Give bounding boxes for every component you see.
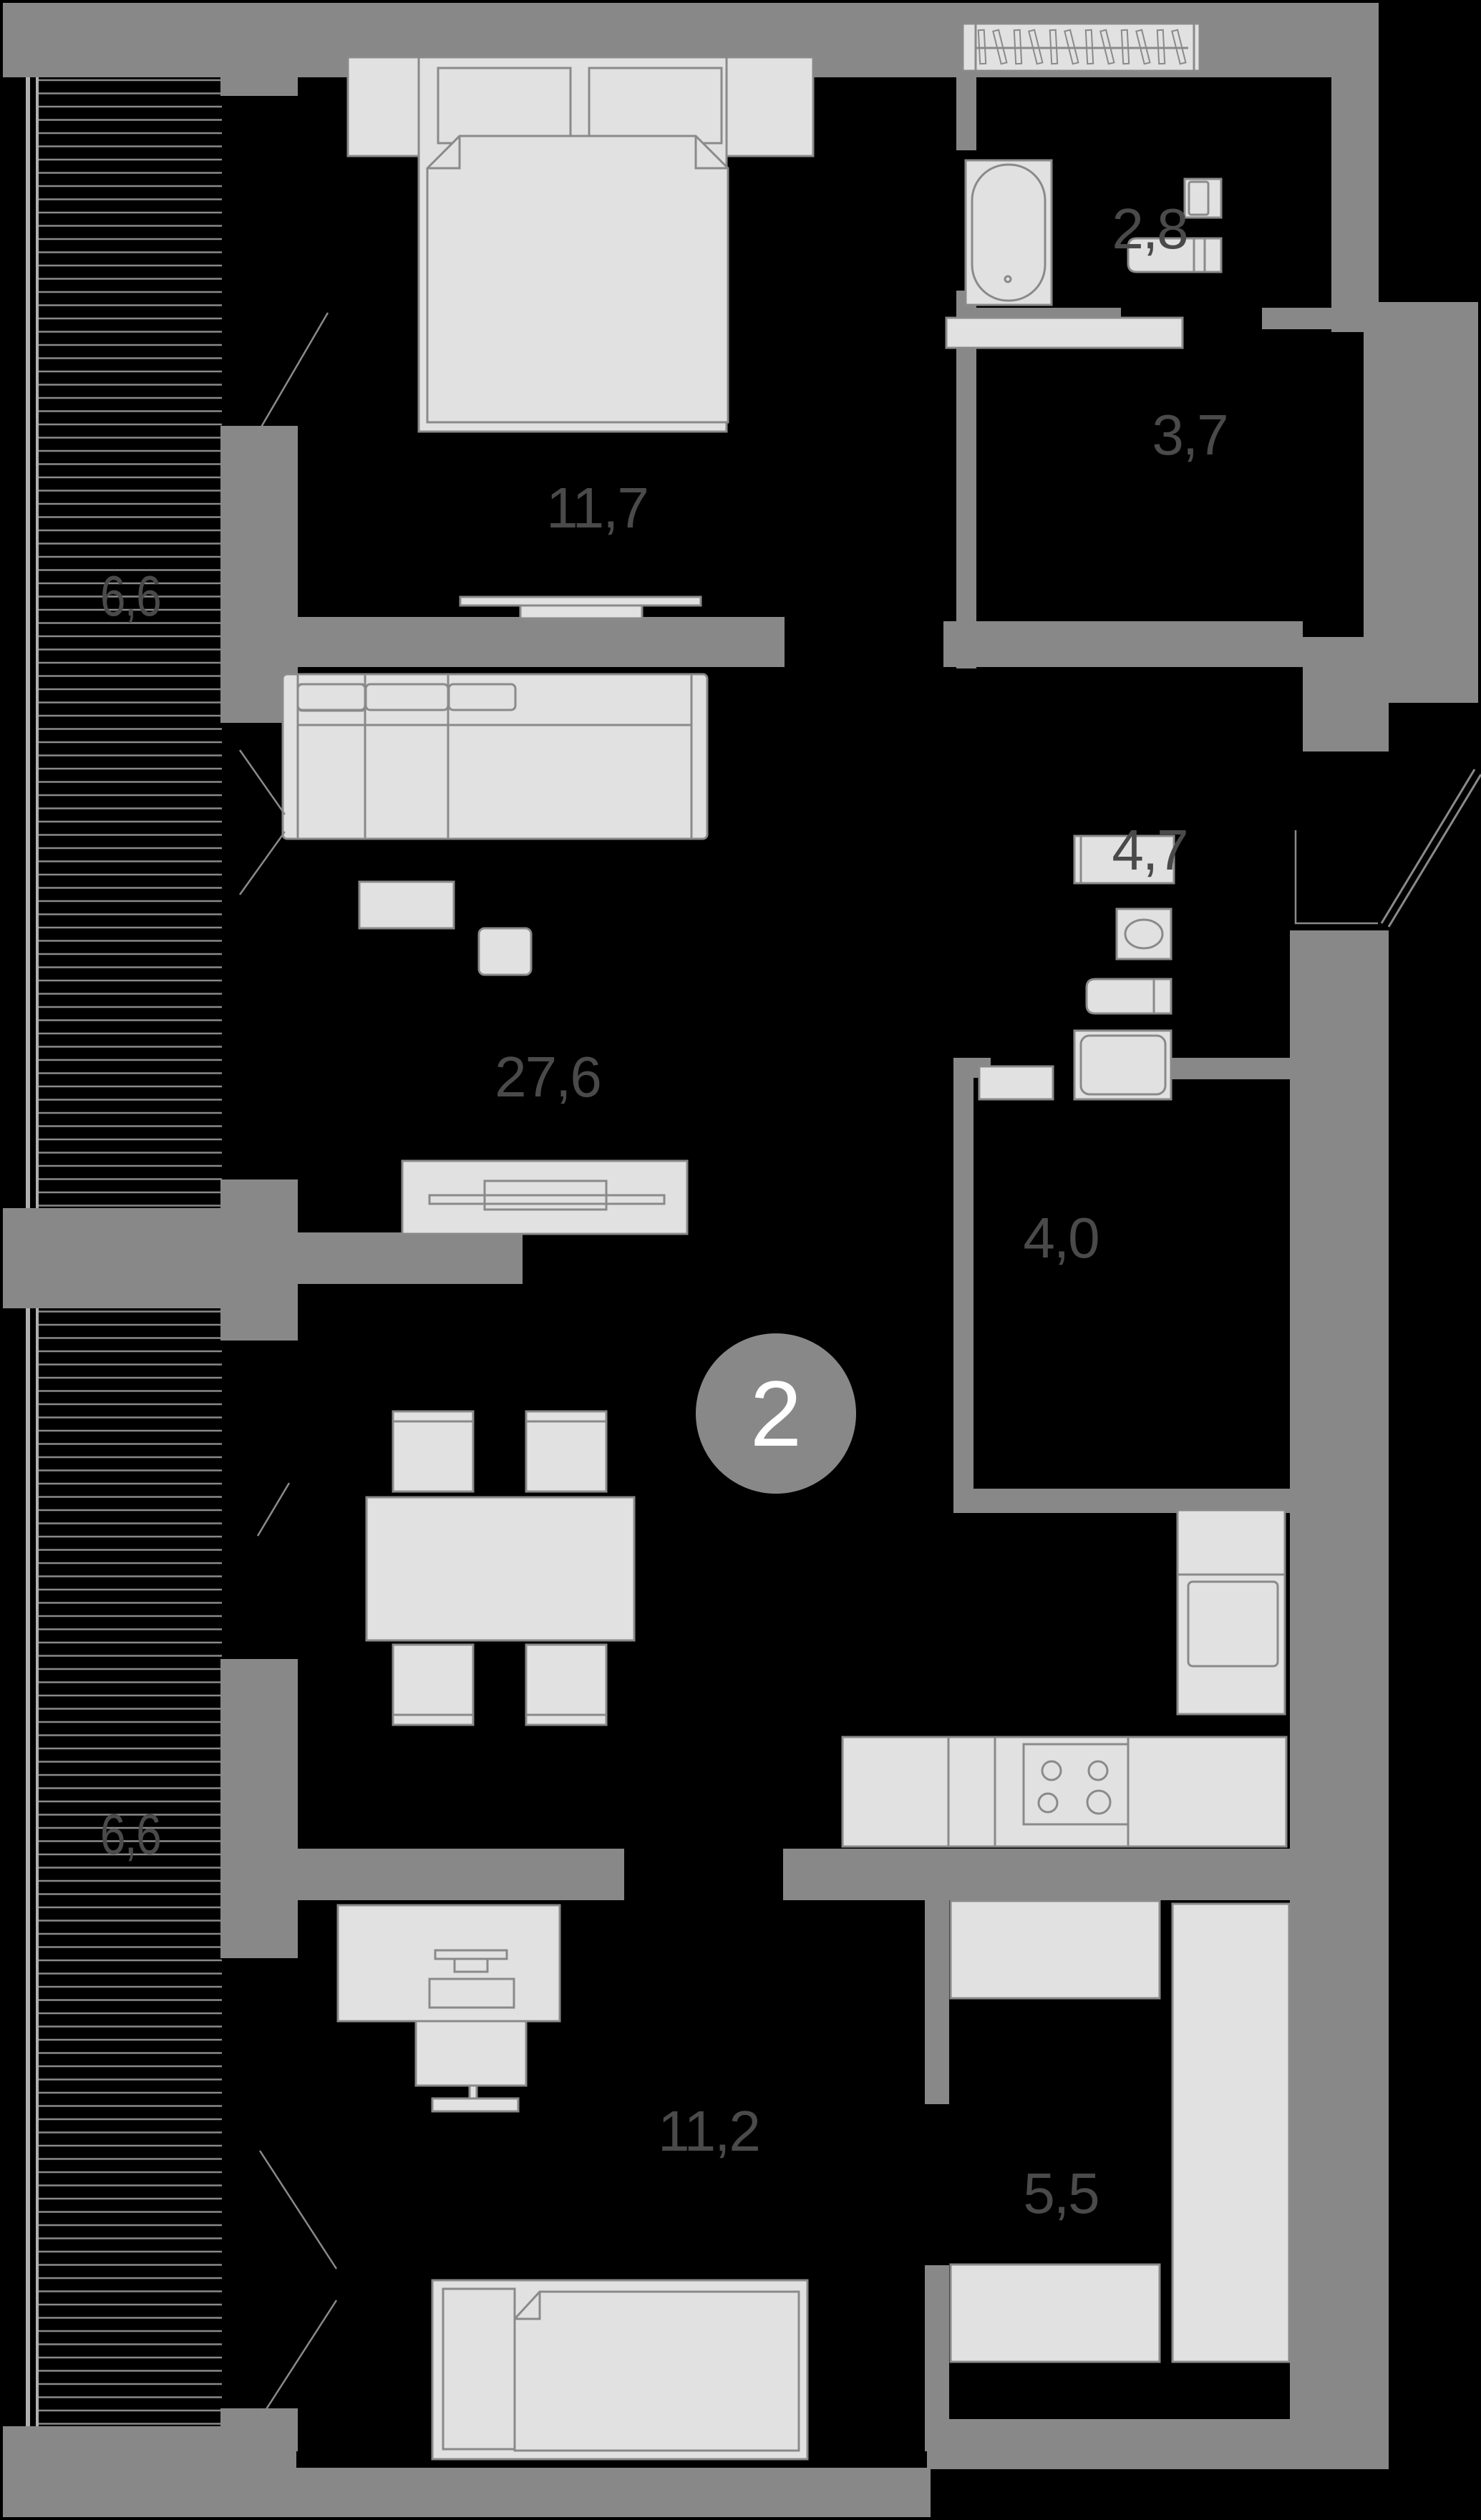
area-bathroom-2: 4,0: [1023, 1206, 1099, 1270]
sink: [1183, 177, 1223, 219]
window-swing: [258, 2300, 338, 2420]
walk-in-wardrobe: [949, 1899, 1291, 2363]
hall-wardrobe: [1073, 835, 1175, 885]
tv-unit: [459, 595, 702, 620]
window-swing: [256, 1482, 291, 1537]
bathtub: [964, 159, 1053, 306]
window-swing: [238, 749, 286, 815]
area-balcony-top: 6,6: [99, 564, 162, 628]
window-swing: [256, 312, 329, 434]
sofa: [281, 673, 709, 840]
area-wardrobe-top: 2,8: [1112, 197, 1188, 261]
area-living-kitchen: 27,6: [495, 1045, 602, 1109]
area-bathroom: 3,7: [1152, 403, 1228, 467]
toilet-2: [1085, 978, 1172, 1015]
room-count-value: 2: [749, 1361, 802, 1466]
window-swing: [258, 2150, 338, 2270]
washing-machine: [1115, 908, 1172, 960]
area-bedroom: 11,7: [546, 476, 649, 540]
sink-2: [978, 1065, 1054, 1101]
balcony-strip: [26, 77, 222, 2439]
toilet: [1127, 237, 1223, 273]
media-console: [401, 1159, 689, 1235]
pouf: [477, 927, 533, 976]
area-hallway: 4,7: [1112, 818, 1188, 882]
area-balcony-bottom: 6,6: [99, 1802, 162, 1866]
kitchen-counter: [841, 1509, 1288, 1848]
double-bed: [346, 56, 815, 433]
entry-door: [1294, 769, 1481, 928]
coffee-table: [358, 880, 455, 930]
dining-set: [365, 1410, 636, 1726]
area-bedroom-2: 11,2: [658, 2099, 761, 2163]
desk: [336, 1904, 561, 2113]
radiator-shelf: [945, 316, 1184, 349]
wardrobe-top-rack: [961, 22, 1201, 72]
area-wardrobe-bottom: 5,5: [1023, 2161, 1099, 2225]
window-swing: [238, 831, 286, 895]
room-count-badge: 2: [696, 1333, 856, 1494]
shower: [1073, 1029, 1172, 1101]
single-bed: [431, 2279, 809, 2461]
